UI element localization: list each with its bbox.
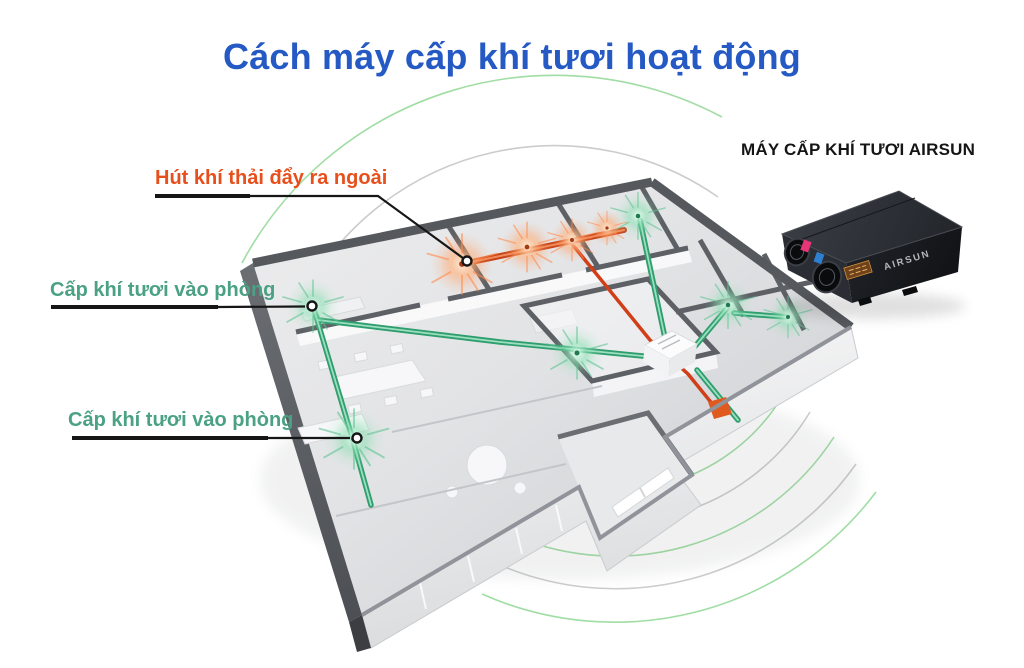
duct-port-large — [811, 260, 843, 294]
page-title: Cách máy cấp khí tươi hoạt động — [223, 36, 801, 77]
west-wall — [240, 263, 362, 622]
front-glazing — [419, 504, 563, 610]
corner-footing — [349, 615, 371, 652]
low-partitions — [335, 385, 603, 517]
floor-plan — [253, 182, 851, 615]
blue-sticker — [813, 251, 825, 265]
indoor-unit — [643, 330, 698, 377]
callout-supply-left: Cấp khí tươi vào phòng — [50, 279, 276, 301]
leader-lines — [51, 194, 473, 444]
product-label: MÁY CẤP KHÍ TƯƠI AIRSUN — [741, 140, 976, 159]
apartment-cutaway — [240, 177, 860, 652]
airsun-machine: AIRSUN — [780, 190, 966, 319]
machine-shadow — [782, 293, 966, 319]
pink-sticker — [800, 239, 812, 253]
callout-supply-bottom: Cấp khí tươi vào phòng — [68, 409, 294, 431]
machine-front-face — [846, 227, 962, 303]
supply-left-leader-marker — [306, 300, 318, 312]
supply-bottom-leader-line — [72, 432, 363, 444]
bay-window — [557, 410, 695, 538]
rating-plate — [843, 259, 873, 281]
supply-bottom-leader-marker — [351, 432, 363, 444]
machine-top-face — [780, 190, 964, 264]
exhaust-leader-marker — [461, 255, 473, 267]
exhaust-leader-line — [155, 194, 473, 267]
callout-exhaust: Hút khí thải đẩy ra ngoài — [155, 167, 388, 189]
supply-left-leader-line — [51, 300, 318, 312]
